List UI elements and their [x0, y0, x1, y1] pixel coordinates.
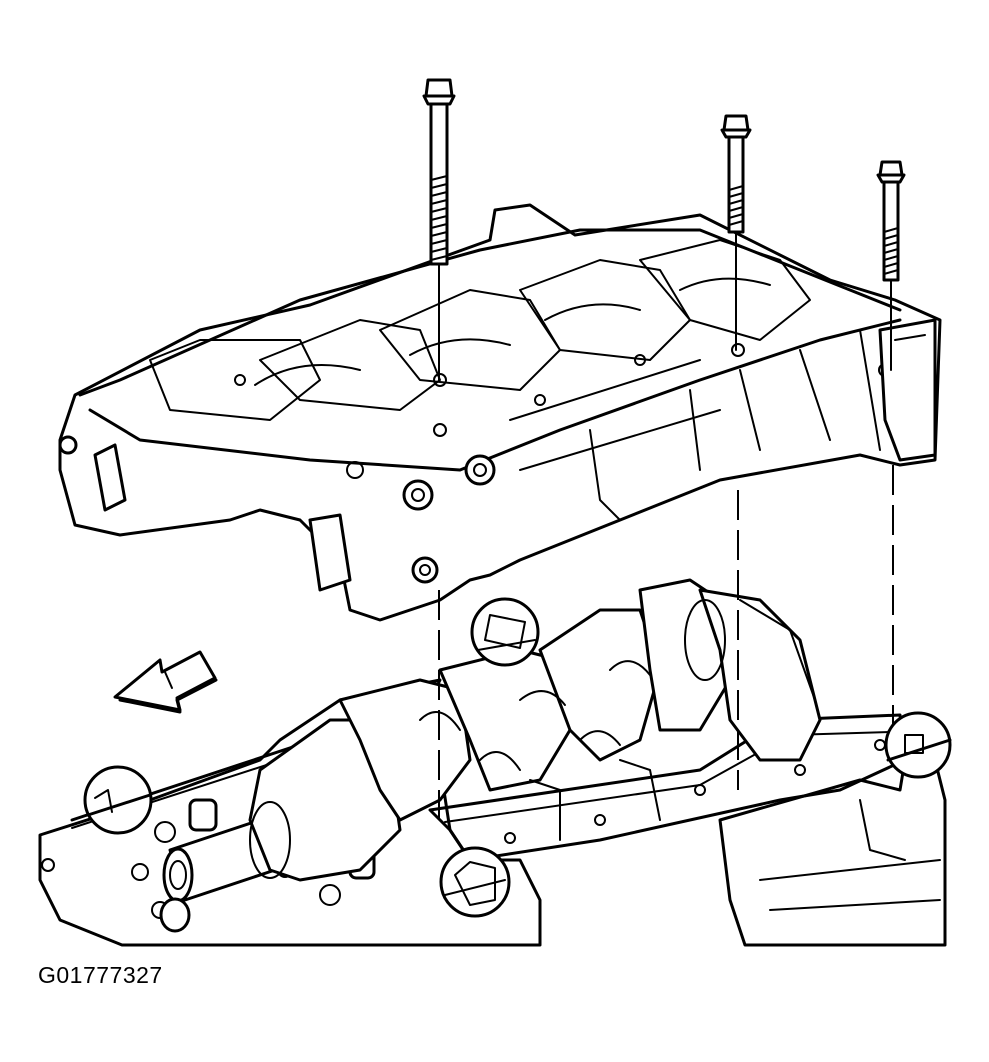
detail-circle-right-rail	[884, 711, 952, 779]
front-direction-arrow-icon	[113, 650, 218, 714]
alignment-lines	[438, 231, 894, 830]
bolt-long	[422, 78, 456, 266]
bolt-short	[876, 160, 906, 282]
detail-circle-dowel-top	[470, 597, 540, 667]
detail-circle-bottom-dowel	[439, 846, 511, 918]
bedplate-removal-diagram	[38, 78, 952, 947]
figure-id-label: G01777327	[38, 962, 163, 988]
bedplate	[58, 203, 942, 622]
crankshaft	[159, 578, 822, 933]
bolt-medium	[720, 114, 752, 234]
detail-circle-left-rail	[83, 765, 153, 835]
